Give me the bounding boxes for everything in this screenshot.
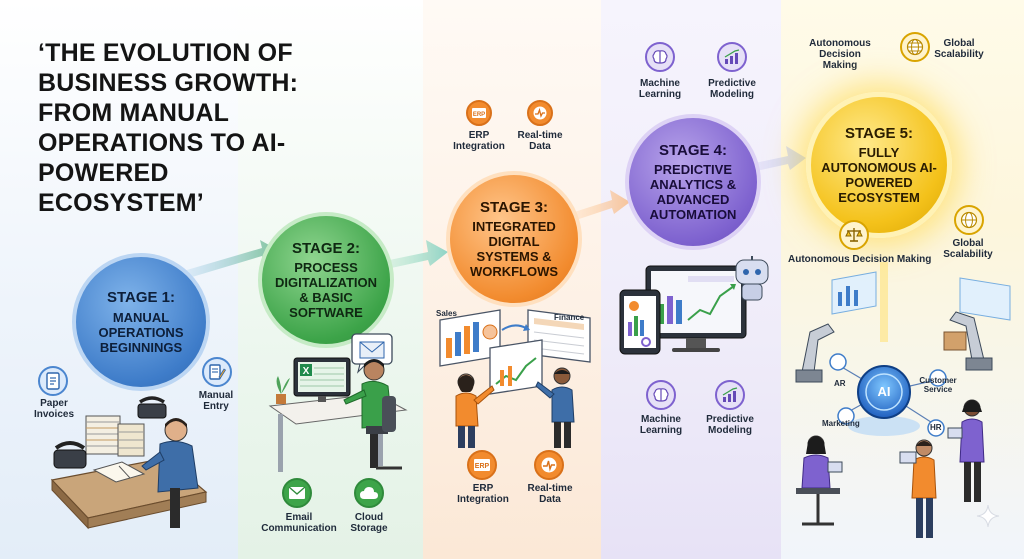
sparkle-icon (976, 504, 1000, 528)
realtime-data-icon-bottom (534, 450, 564, 480)
cloud-icon (354, 478, 384, 508)
brain-icon-bottom (646, 380, 676, 410)
stage-2-label-email: Email Communication (261, 512, 337, 534)
stage-5-circle: STAGE 5: FULLY AUTONOMOUS AI-POWERED ECO… (806, 92, 952, 238)
stage-4-label-ml-bottom: Machine Learning (639, 414, 683, 436)
hub-node-hr: HR (930, 423, 942, 432)
stage-5-label-adm-mid: Autonomous Decision Making (788, 254, 932, 265)
stage-3-scene-dashboards (439, 309, 591, 448)
globe-icon (900, 32, 930, 62)
hub-node-customer-service: Customer Service (919, 376, 957, 394)
arrow-4-to-5 (750, 146, 806, 172)
envelope-icon (282, 478, 312, 508)
stage-5-label-gs-mid: Global Scalability (943, 238, 993, 260)
stage-1-label-manual-entry: Manual Entry (198, 390, 234, 412)
stage-2-scene-computer-desk: X (268, 333, 408, 472)
erp-icon: ERP (466, 100, 492, 126)
hub-node-ar: AR (834, 379, 846, 388)
stage-3-panel-label-finance: Finance (554, 313, 585, 322)
stage-5-scene-ai-hub (795, 262, 1011, 538)
stage-3-circle: STAGE 3: INTEGRATED DIGITAL SYSTEMS & WO… (446, 171, 582, 307)
stage-4-scene-devices (619, 256, 769, 355)
growth-chart-icon (717, 42, 747, 72)
arrow-1-to-2 (180, 240, 278, 280)
scales-icon (839, 220, 869, 250)
stage-5-subtitle: FULLY AUTONOMOUS AI-POWERED ECOSYSTEM (821, 145, 937, 205)
arrow-3-to-4 (568, 190, 630, 222)
stage-5-label-gs-top: Global Scalability (934, 38, 984, 60)
svg-text:ERP: ERP (475, 463, 490, 470)
stage-2-subtitle: PROCESS DIGITALIZATION & BASIC SOFTWARE (274, 260, 378, 320)
stage-3-label-realtime-top: Real-time Data (517, 130, 563, 152)
ai-hub-label: AI (877, 384, 891, 399)
stage-2-circle: STAGE 2: PROCESS DIGITALIZATION & BASIC … (258, 212, 394, 348)
stage-1-subtitle: MANUAL OPERATIONS BEGINNINGS (98, 310, 184, 355)
realtime-data-icon (527, 100, 553, 126)
manual-entry-icon (202, 357, 232, 387)
stage-3-subtitle: INTEGRATED DIGITAL SYSTEMS & WORKFLOWS (469, 219, 559, 279)
stage-4-circle: STAGE 4: PREDICTIVE ANALYTICS & ADVANCED… (625, 114, 761, 250)
stage-1-circle: STAGE 1: MANUAL OPERATIONS BEGINNINGS (72, 253, 210, 391)
svg-text:ERP: ERP (473, 112, 485, 118)
stage-2-title: STAGE 2: (291, 240, 361, 257)
stage-4-subtitle: PREDICTIVE ANALYTICS & ADVANCED AUTOMATI… (649, 162, 737, 222)
stage-3-title: STAGE 3: (479, 199, 549, 216)
stage-4-label-pm-bottom: Predictive Modeling (706, 414, 754, 436)
svg-text:X: X (303, 366, 310, 377)
stage-5-label-adm-top: Autonomous Decision Making (809, 38, 871, 71)
page-title: ‘THE EVOLUTION OF BUSINESS GROWTH: FROM … (38, 39, 299, 217)
stage-4-title: STAGE 4: (658, 142, 728, 159)
stage-3-label-erp-top: ERP Integration (453, 130, 505, 152)
stage-4-label-pm-top: Predictive Modeling (708, 78, 756, 100)
stage-1-label-paper-invoices: Paper Invoices (33, 398, 75, 420)
globe-icon-mid (954, 205, 984, 235)
arrow-2-to-3 (380, 240, 448, 270)
paper-invoice-icon (38, 366, 68, 396)
growth-chart-icon-bottom (715, 380, 745, 410)
stage-3-panel-label-sales: Sales (436, 309, 457, 318)
brain-icon (645, 42, 675, 72)
stage-1-scene-desk (50, 396, 208, 530)
stage-1-title: STAGE 1: (106, 289, 176, 306)
stage-3-label-erp-bottom: ERP Integration (457, 483, 509, 505)
erp-icon-bottom: ERP (467, 450, 497, 480)
stage-5-title: STAGE 5: (844, 125, 914, 142)
hub-node-marketing: Marketing (822, 419, 860, 428)
stage-2-label-cloud: Cloud Storage (350, 512, 388, 534)
stage-4-label-ml-top: Machine Learning (638, 78, 682, 100)
stage-3-label-realtime-bottom: Real-time Data (527, 483, 573, 505)
